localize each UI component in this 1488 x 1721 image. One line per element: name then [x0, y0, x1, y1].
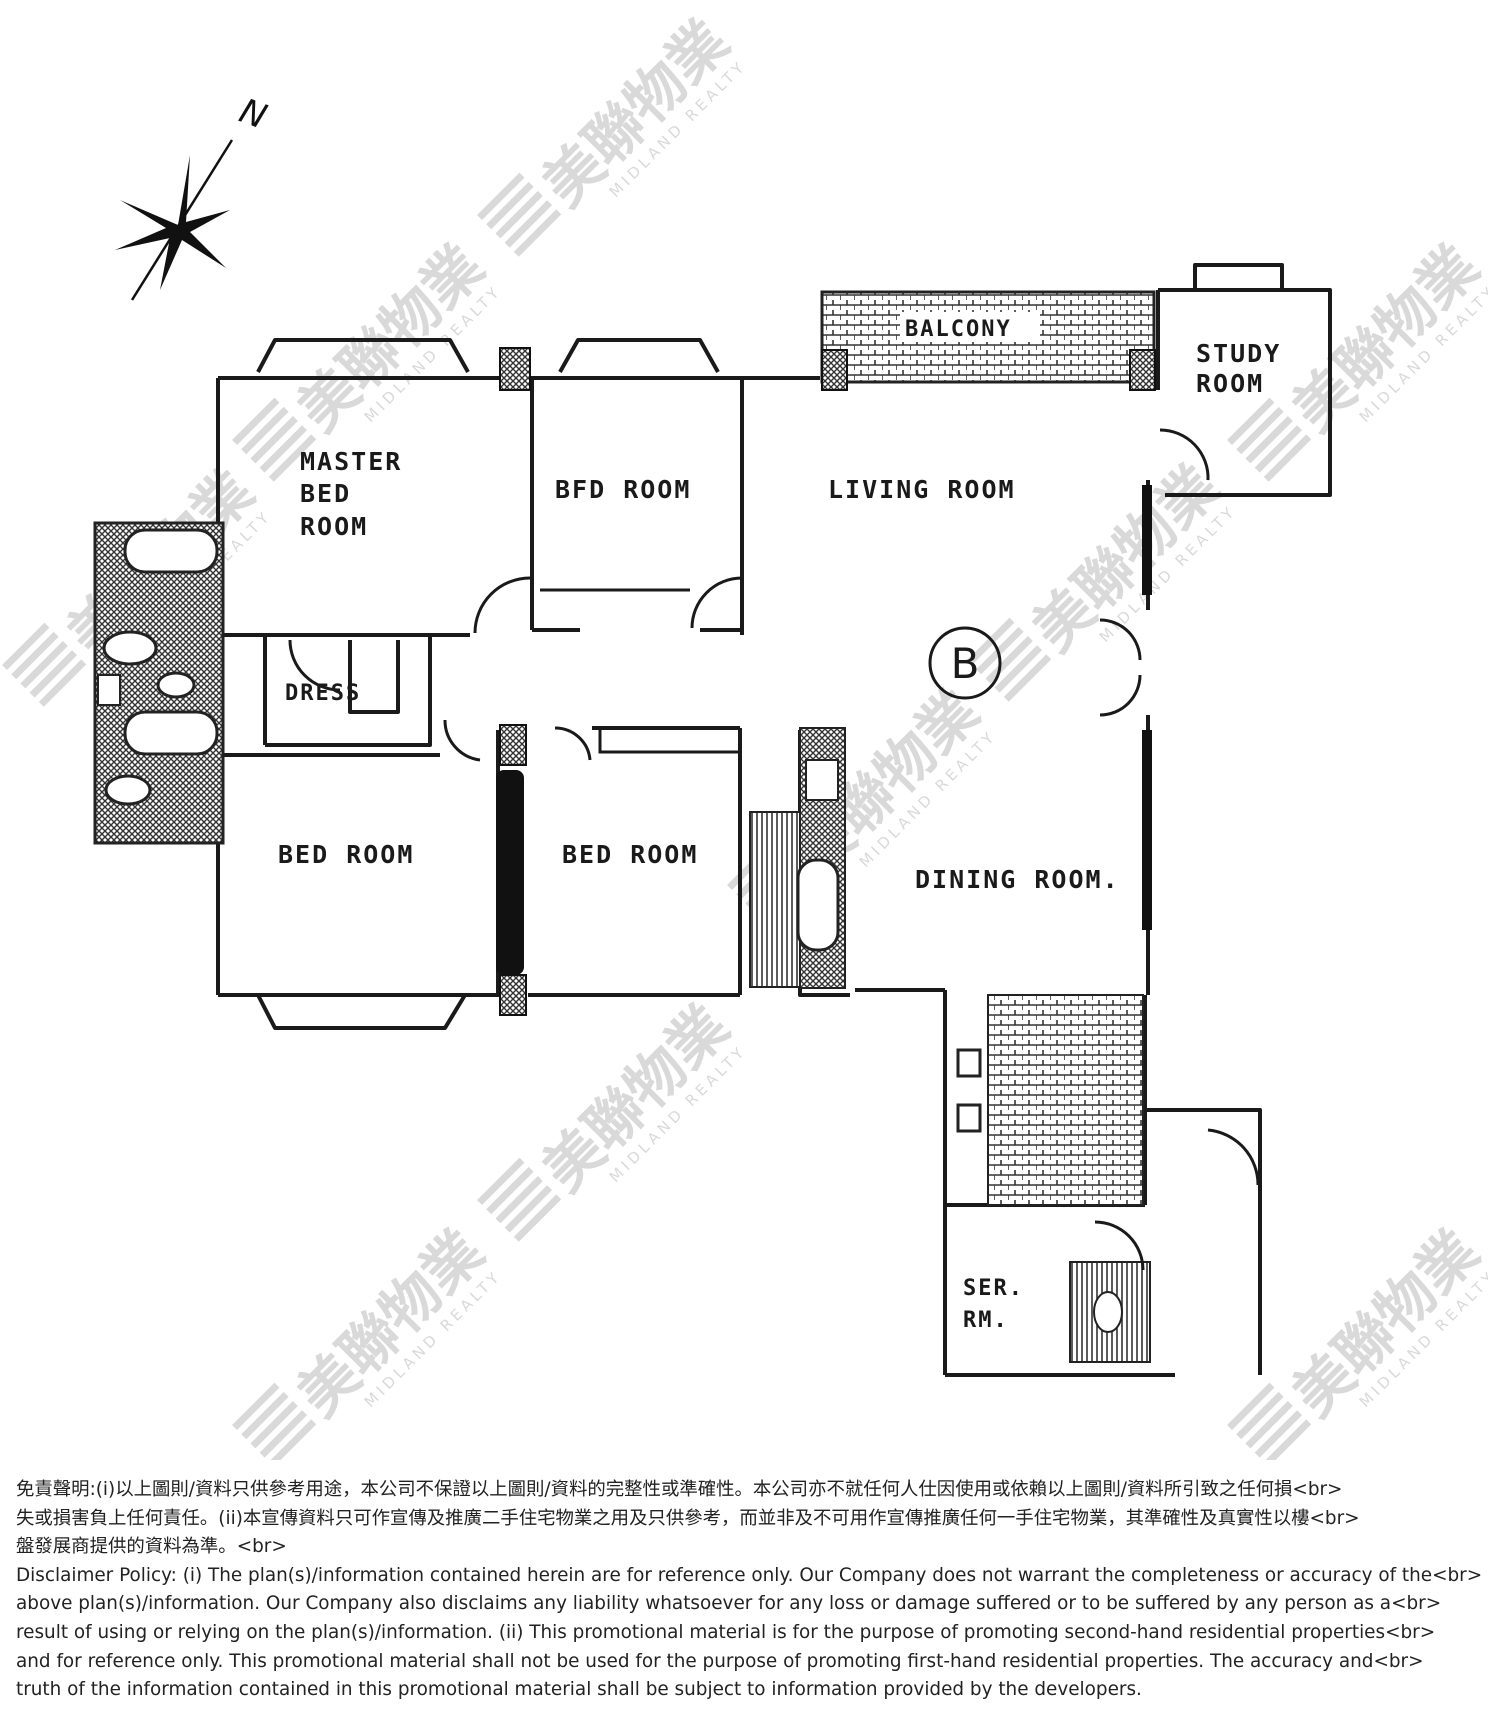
disclaimer-zh-line: 免責聲明:(i)以上圖則/資料只供參考用途，本公司不保證以上圖則/資料的完整性或… [16, 1479, 1343, 1500]
balcony [820, 290, 1156, 384]
column [821, 349, 848, 391]
disclaimer-en-line: Disclaimer Policy: (i) The plan(s)/infor… [16, 1564, 1483, 1586]
study-room-label-1: STUDY [1196, 339, 1281, 368]
bed-room-southwest-label: BED ROOM [278, 840, 414, 869]
dress-label: DRESS [285, 681, 361, 706]
door-swings [288, 428, 1260, 1271]
balcony-label: BALCONY [905, 317, 1012, 342]
svg-text:美聯物業: 美聯物業 [1279, 1217, 1488, 1429]
disclaimer-zh-line: 盤發展商提供的資料為準。<br> [16, 1536, 287, 1558]
disclaimer: 免責聲明:(i)以上圖則/資料只供參考用途，本公司不保證以上圖則/資料的完整性或… [16, 1476, 1483, 1705]
svg-text:B: B [951, 639, 980, 688]
svg-text:美聯物業: 美聯物業 [529, 7, 741, 219]
wall-outline [216, 263, 1332, 1377]
disclaimer-en-line: result of using or relying on the plan(s… [16, 1621, 1436, 1643]
disclaimer-zh-line: 失或損害負上任何責任。(ii)本宣傳資料只可作宣傳及推廣二手住宅物業之用及只供參… [16, 1507, 1360, 1529]
disclaimer-en-line: and for reference only. This promotional… [16, 1650, 1424, 1672]
service-room-label-1: SER. [963, 1276, 1024, 1301]
middle-bathroom [749, 727, 846, 989]
disclaimer-en-line: above plan(s)/information. Our Company a… [16, 1593, 1442, 1615]
service-room-label-2: RM. [963, 1308, 1009, 1333]
bed-room-south-label: BED ROOM [562, 840, 698, 869]
study-room-label-2: ROOM [1196, 369, 1264, 398]
room-labels: MASTER BED ROOM BFD ROOM LIVING ROOM BAL… [278, 317, 1281, 1333]
kitchen [956, 994, 1151, 1363]
master-bed-room-label-2: BED [300, 479, 351, 508]
thick-walls [496, 347, 1152, 1016]
master-bed-room-label-3: ROOM [300, 512, 368, 541]
unit-marker: B [928, 626, 1002, 700]
svg-text:美聯物業: 美聯物業 [529, 992, 741, 1204]
left-bathrooms [93, 521, 225, 845]
compass-north-label: N [234, 91, 272, 137]
svg-text:美聯物業: 美聯物業 [1019, 452, 1231, 664]
svg-text:美聯物業: 美聯物業 [284, 1217, 496, 1429]
bed-room-north-label: BFD ROOM [555, 475, 691, 504]
svg-text:美聯物業: 美聯物業 [1279, 232, 1488, 444]
living-room-label: LIVING ROOM [828, 475, 1016, 504]
dining-room-label: DINING ROOM. [915, 865, 1120, 894]
master-bed-room-label-1: MASTER [300, 447, 402, 476]
compass-star-icon: N [115, 91, 272, 301]
column [1129, 349, 1156, 391]
disclaimer-en-line: truth of the information contained in th… [16, 1679, 1142, 1701]
